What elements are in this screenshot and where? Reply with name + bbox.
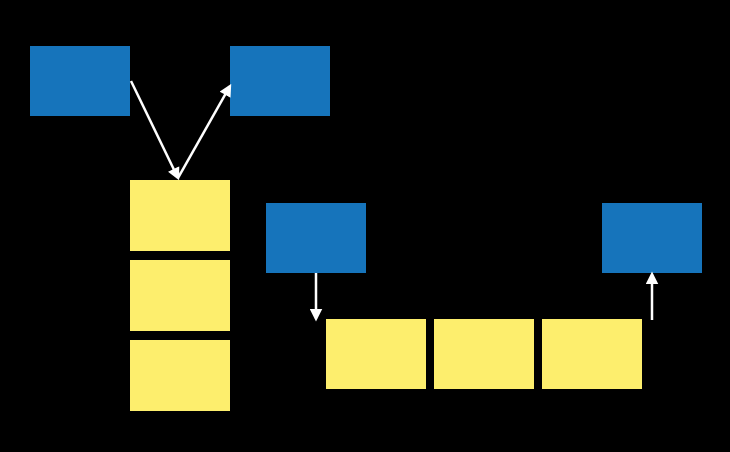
yellow-row-box-3 (542, 319, 642, 389)
yellow-row-box-1 (326, 319, 426, 389)
arrow-top-left-to-stack (129, 80, 180, 181)
yellow-stack-box-1 (130, 180, 230, 251)
yellow-stack-box-2 (130, 260, 230, 331)
yellow-row-box-2 (434, 319, 534, 389)
blue-box-top-left (30, 46, 130, 116)
arrow-stack-to-top-right (176, 83, 232, 179)
blue-box-mid-right (602, 203, 702, 273)
blue-box-mid-left (266, 203, 366, 273)
yellow-stack-box-3 (130, 340, 230, 411)
blue-box-top-right (230, 46, 330, 116)
